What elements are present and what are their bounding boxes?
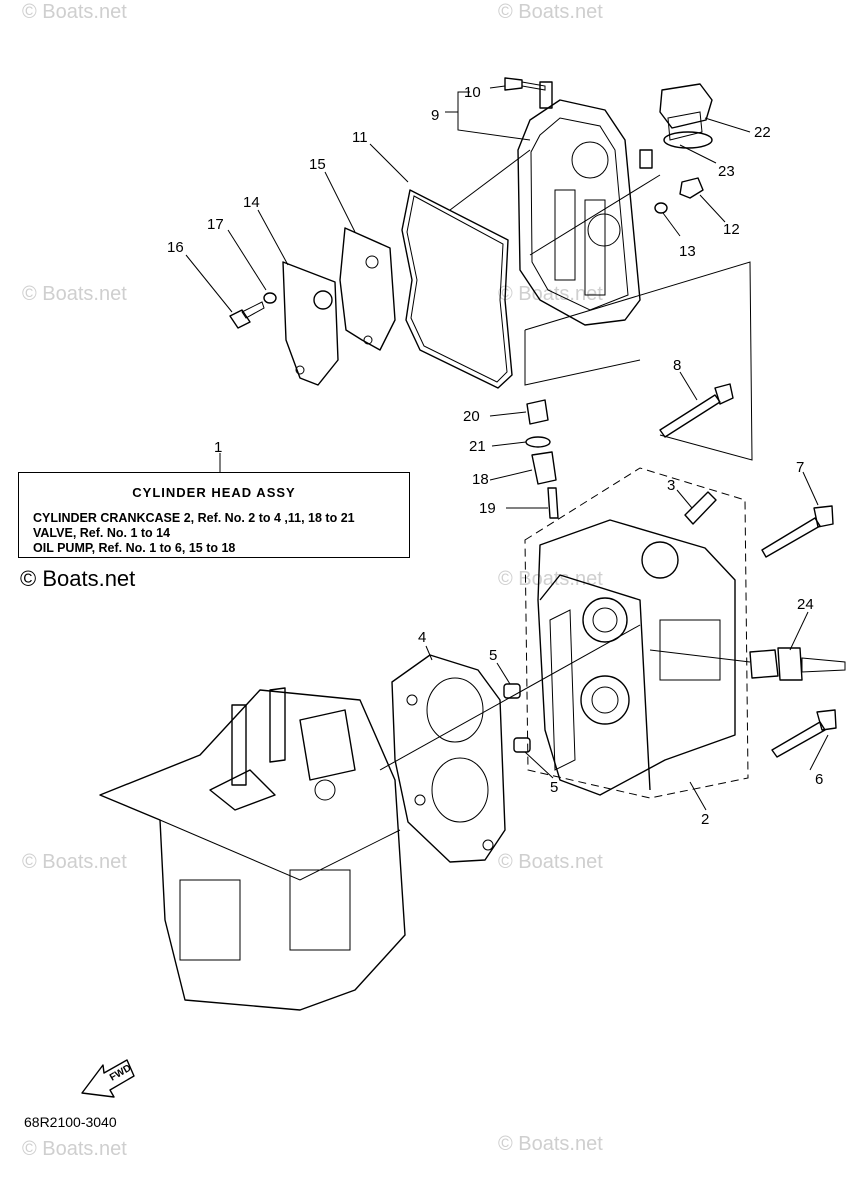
assembly-title: CYLINDER HEAD ASSY	[132, 485, 296, 500]
callout-4: 4	[418, 629, 426, 646]
assembly-line	[529, 174, 661, 256]
watermark: © Boats.net	[22, 1138, 127, 1160]
watermark: © Boats.net	[498, 1, 603, 23]
watermark: © Boats.net	[498, 851, 603, 873]
plate-15	[339, 227, 396, 351]
watermarks: © Boats.net © Boats.net © Boats.net © Bo…	[20, 1, 603, 1160]
bolt-10	[504, 77, 546, 91]
bolt-12	[654, 177, 704, 214]
callout-11: 11	[352, 129, 368, 146]
assembly-line-3: OIL PUMP, Ref. No. 1 to 6, 15 to 18	[33, 541, 236, 555]
watermark: © Boats.net	[498, 283, 603, 305]
watermark-prominent: © Boats.net	[20, 566, 135, 591]
watermark: © Boats.net	[22, 851, 127, 873]
bolt-8	[659, 383, 734, 438]
oil-filler-cap	[659, 83, 713, 149]
assembly-line	[649, 649, 751, 663]
callout-8: 8	[673, 357, 681, 374]
spark-plug	[749, 647, 846, 681]
fwd-label: FWD	[108, 1063, 133, 1084]
callout-1: 1	[214, 439, 222, 456]
callout-6: 6	[815, 771, 823, 788]
callout-10: 10	[464, 84, 481, 101]
watermark: © Boats.net	[498, 1133, 603, 1155]
bolt-7	[761, 505, 834, 558]
callout-24: 24	[797, 596, 814, 613]
assembly-line	[524, 330, 641, 386]
callout-9: 9	[431, 107, 439, 124]
callout-14: 14	[243, 194, 260, 211]
callout-16: 16	[167, 239, 184, 256]
assembly-info-box: CYLINDER HEAD ASSY CYLINDER CRANKCASE 2,…	[18, 472, 410, 558]
callout-2: 2	[701, 811, 709, 828]
gasket-11-inner	[406, 195, 508, 383]
pin-3	[684, 491, 717, 525]
callout-19: 19	[479, 500, 496, 517]
callouts: 1 2 3 4 5 5 6 7 8 9 10 11 12 13 14 15 16…	[167, 84, 823, 828]
fwd-arrow: FWD	[81, 1059, 135, 1098]
head-gasket	[391, 654, 506, 863]
cylinder-head-outline	[524, 467, 749, 799]
screw-16	[229, 292, 277, 329]
dowel-5b	[513, 737, 531, 753]
watermark: © Boats.net	[498, 568, 603, 590]
dowel-5a	[503, 683, 521, 699]
callout-3: 3	[667, 477, 675, 494]
gasket-11	[401, 189, 513, 389]
diagram-part-number: 68R2100-3040	[24, 1114, 117, 1130]
cover-14	[282, 261, 339, 386]
callout-21: 21	[469, 438, 486, 455]
callout-18: 18	[472, 471, 489, 488]
callout-17: 17	[207, 216, 224, 233]
callout-15: 15	[309, 156, 326, 173]
callout-7: 7	[796, 459, 804, 476]
callout-12: 12	[723, 221, 740, 238]
watermark: © Boats.net	[22, 1, 127, 23]
watermark: © Boats.net	[22, 283, 127, 305]
callout-23: 23	[718, 163, 735, 180]
crankcase-block	[99, 687, 406, 1011]
cylinder-head	[537, 519, 736, 796]
callout-13: 13	[679, 243, 696, 260]
callout-20: 20	[463, 408, 480, 425]
assembly-line	[524, 261, 753, 461]
oil-filter-parts	[525, 399, 559, 519]
callout-22: 22	[754, 124, 771, 141]
bolt-6	[771, 709, 837, 758]
assembly-line	[449, 149, 531, 211]
assembly-line-1: CYLINDER CRANKCASE 2, Ref. No. 2 to 4 ,1…	[33, 511, 355, 525]
assembly-line-2: VALVE, Ref. No. 1 to 14	[33, 526, 171, 540]
callout-5a: 5	[489, 647, 497, 664]
cylinder-head-cover	[517, 81, 653, 326]
leader-lines	[185, 85, 829, 811]
assembly-line	[379, 624, 641, 771]
callout-5b: 5	[550, 779, 558, 796]
